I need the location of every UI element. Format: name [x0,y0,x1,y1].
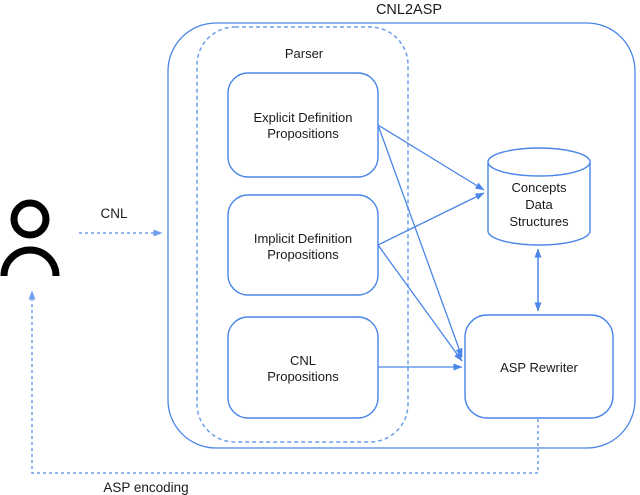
explicit-definition-label-line2: Propositions [267,126,339,141]
concepts-data-structures-node: Concepts Data Structures [487,147,591,246]
user-head-icon [10,199,50,239]
cnl-propositions-label-line1: CNL [290,353,316,368]
implicit-definition-box [227,194,379,296]
parser-label: Parser [285,46,324,61]
cnl-propositions-label-line2: Propositions [267,369,339,384]
edge-implicit-to-concepts [377,192,485,246]
explicit-definition-label-line1: Explicit Definition [254,110,353,125]
asp-rewriter-node: ASP Rewriter [464,314,614,419]
user-icon [0,199,60,277]
cnl-input-label: CNL [100,206,127,221]
database-cylinder-top [487,147,591,177]
concepts-store-label-line2: Data [525,197,553,212]
edge-explicit-to-asp-rewriter [377,124,463,358]
user-shoulders-icon [0,246,60,277]
system-title: CNL2ASP [376,2,442,18]
concepts-store-label-line3: Structures [509,214,569,229]
edge-explicit-to-concepts [377,124,485,191]
implicit-definition-label-line1: Implicit Definition [254,231,352,246]
asp-rewriter-label: ASP Rewriter [500,360,578,375]
implicit-definition-label-line2: Propositions [267,247,339,262]
edge-asp-encoding-feedback [28,290,539,474]
concepts-store-label-line1: Concepts [512,180,567,195]
asp-encoding-label: ASP encoding [103,480,188,495]
cnl2asp-container [167,22,636,449]
explicit-definition-node: Explicit Definition Propositions [227,72,379,178]
database-cylinder-body [487,162,591,246]
implicit-definition-node: Implicit Definition Propositions [227,194,379,296]
parser-container [196,26,409,443]
explicit-definition-box [227,72,379,178]
cnl-propositions-node: CNL Propositions [227,316,379,419]
edge-implicit-to-asp-rewriter [377,244,463,362]
cnl-propositions-box [227,316,379,419]
asp-rewriter-box [464,314,614,419]
